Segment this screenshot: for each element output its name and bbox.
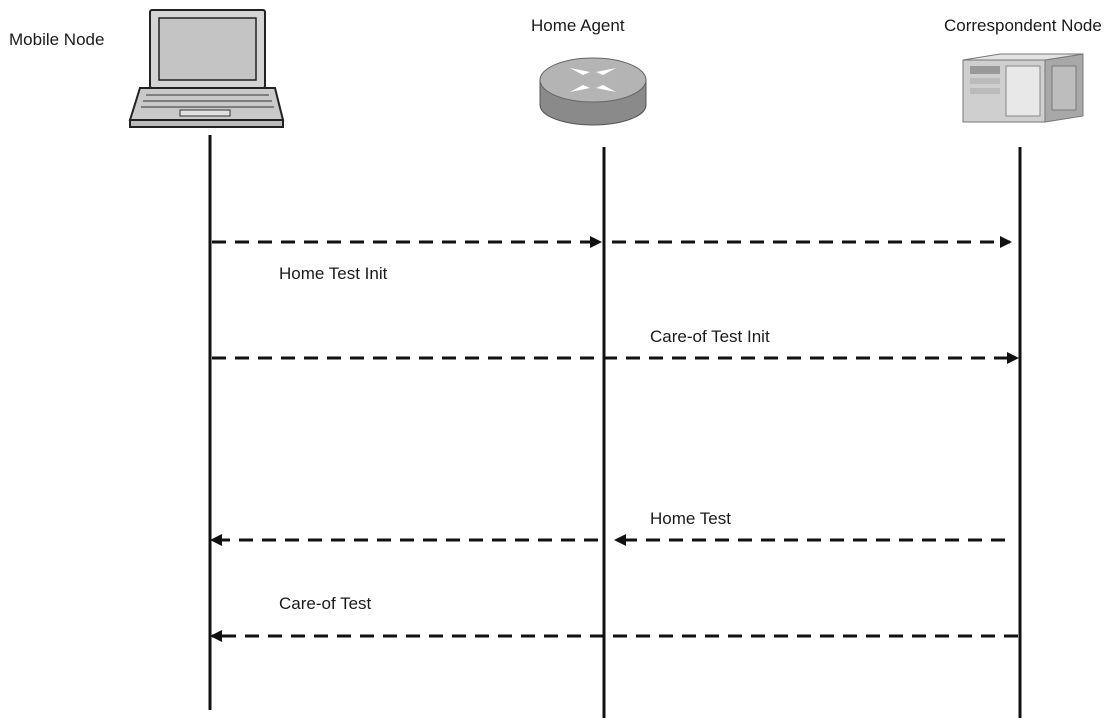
message-label: Home Test	[650, 509, 731, 528]
correspondent-node-label: Correspondent Node	[944, 16, 1102, 35]
router-icon	[539, 57, 647, 126]
server-icon	[962, 53, 1084, 123]
mobile-node-label: Mobile Node	[9, 30, 105, 49]
message-label: Care-of Test Init	[650, 327, 770, 346]
home-agent-label: Home Agent	[531, 16, 625, 35]
message-label: Home Test Init	[279, 264, 388, 283]
message-label: Care-of Test	[279, 594, 372, 613]
laptop-icon	[128, 9, 285, 128]
